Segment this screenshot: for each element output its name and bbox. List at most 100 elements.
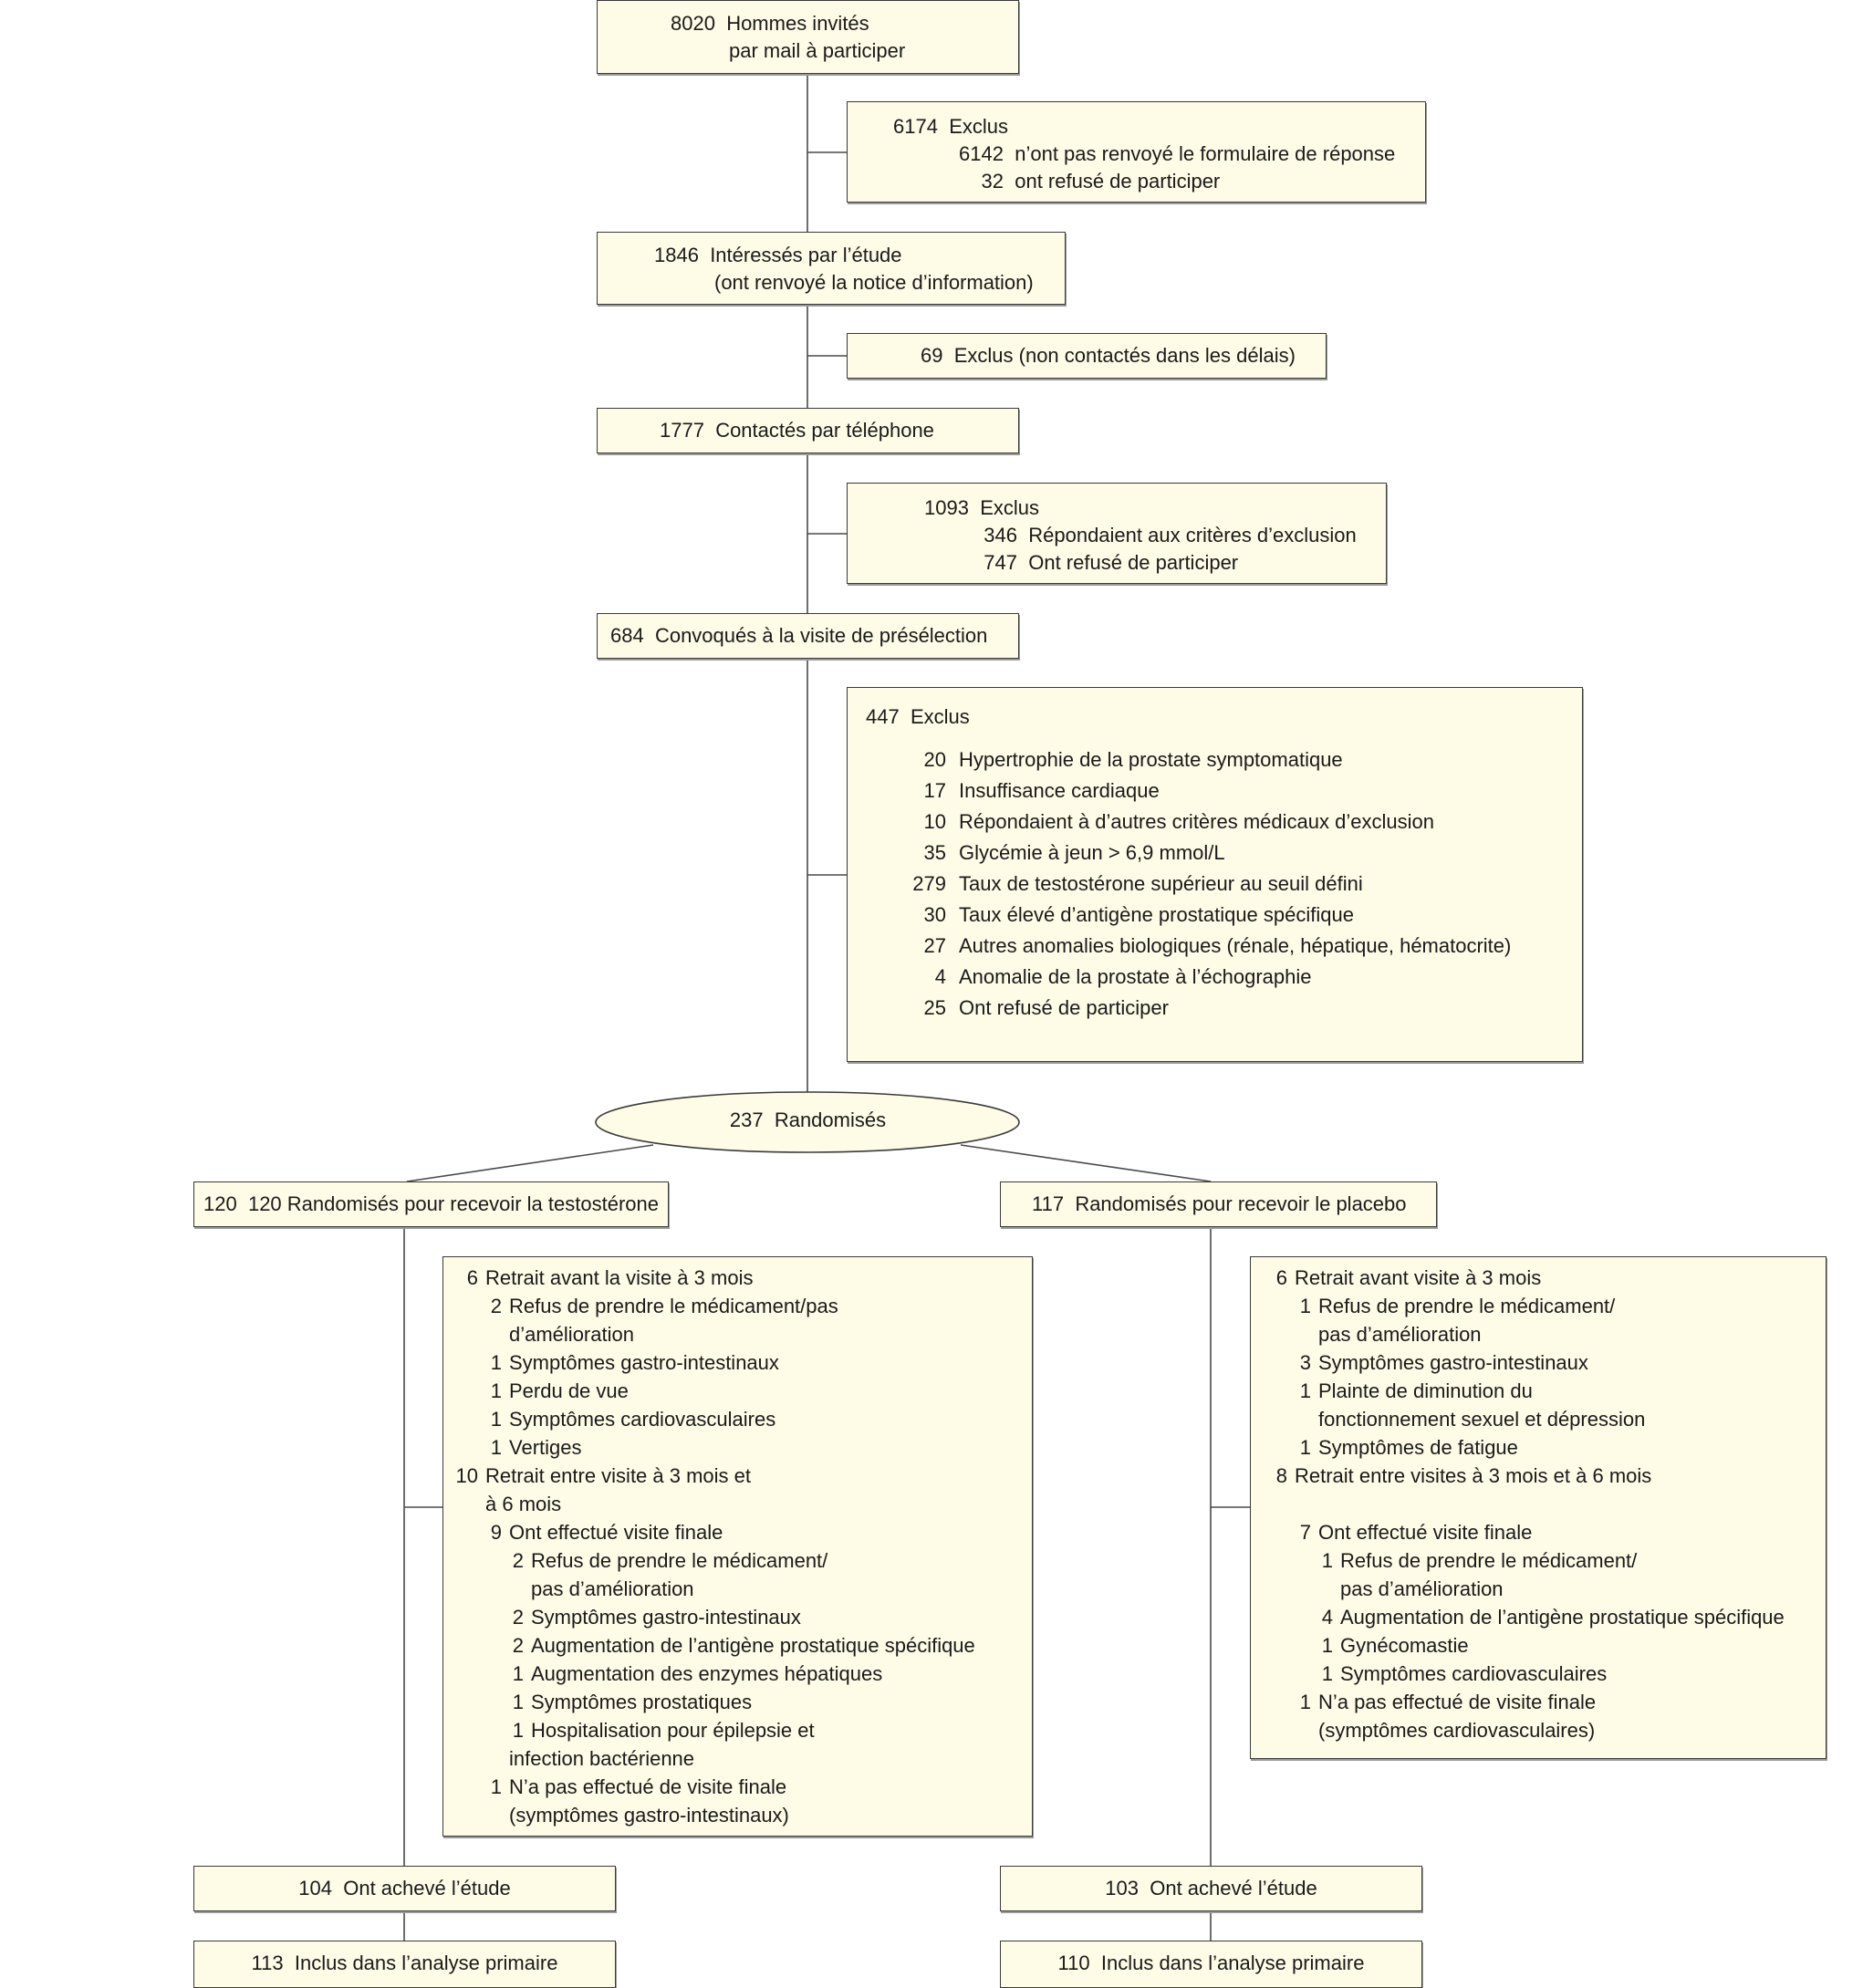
testosterone-completed-box: 104 Ont achevé l’étude [193,1866,616,1911]
excluded4-item: 20 Hypertrophie de la prostate symptomati… [902,746,1343,774]
testosterone-detail-text: Perdu de vue [509,1379,629,1402]
testosterone-detail-count: 6 [466,1266,478,1289]
testosterone-detail-count: 10 [455,1464,478,1487]
testosterone-detail-count: 2 [490,1295,502,1317]
placebo-completed-box: 103 Ont achevé l’étude [1000,1866,1422,1911]
interested-label: Intéressés par l’étude [710,244,902,266]
testosterone-detail-count: 2 [512,1549,524,1572]
excluded1-item: 32 ont refusé de participer [981,170,1221,193]
split-line-left [406,1144,654,1182]
excluded4-item-count: 20 [923,748,946,771]
testosterone-detail-count: 1 [490,1775,502,1798]
testosterone-detail-text: infection bactérienne [509,1747,695,1770]
testosterone-completed-label: Ont achevé l’étude [343,1877,511,1900]
excluded1-box: 6174 Exclus 6142 n’ont pas renvoyé le fo… [847,101,1426,203]
placebo-detail-text: Retrait entre visites à 3 mois et à 6 mo… [1295,1464,1652,1487]
placebo-detail-row: fonctionnement sexuel et dépression [1285,1406,1645,1433]
testosterone-detail-text: N’a pas effectué de visite finale [509,1775,787,1798]
placebo-detail-count: 6 [1275,1266,1287,1289]
testosterone-analysis-label: Inclus dans l’analyse primaire [294,1952,558,1974]
randomized-count: 237 [729,1108,764,1131]
testosterone-detail-row: d’amélioration [476,1321,634,1348]
invited-box: 8020 Hommes invités par mail à participe… [597,0,1019,74]
placebo-detail-row: pas d’amélioration [1307,1576,1504,1603]
placebo-detail-text: Ont effectué visite finale [1318,1521,1533,1544]
testosterone-detail-count: 1 [512,1719,524,1742]
contacted-label: Contactés par téléphone [715,419,934,442]
testosterone-detail-text: Augmentation des enzymes hépatiques [531,1662,883,1685]
testosterone-detail-count: 1 [512,1662,524,1685]
testosterone-detail-text: Hospitalisation pour épilepsie et [531,1719,815,1742]
testosterone-detail-text: Vertiges [509,1436,582,1459]
excluded3-item: 747 Ont refusé de participer [984,551,1239,574]
placebo-detail-text: Refus de prendre le médicament/ [1318,1295,1616,1317]
testosterone-detail-count: 1 [490,1379,502,1402]
placebo-detail-text: (symptômes cardiovasculaires) [1318,1719,1596,1742]
contacted-count: 1777 [660,419,704,442]
testosterone-detail-count: 1 [490,1436,502,1459]
excluded4-item-label: Hypertrophie de la prostate symptomatiqu… [959,748,1343,771]
invited-label-line2: par mail à participer [729,39,906,62]
placebo-analysis-box: 110 Inclus dans l’analyse primaire [1000,1941,1422,1988]
testosterone-detail-count: 1 [512,1691,524,1713]
excluded3-count: 1093 [924,496,969,519]
placebo-detail-text: fonctionnement sexuel et dépression [1318,1408,1646,1431]
excluded1-item: 6142 n’ont pas renvoyé le formulaire de … [959,142,1396,165]
excluded4-count: 447 [866,705,900,728]
placebo-arm-label: Randomisés pour recevoir le placebo [1075,1192,1407,1215]
placebo-detail-count: 1 [1321,1549,1333,1572]
placebo-detail-row: pas d’amélioration [1285,1321,1482,1348]
placebo-detail-count: 7 [1299,1521,1311,1544]
interested-label-line2: (ont renvoyé la notice d’information) [714,271,1034,294]
placebo-detail-text: Plainte de diminution du [1318,1379,1533,1402]
placebo-arm-box: 117 Randomisés pour recevoir le placebo [1000,1181,1437,1227]
placebo-arm-count: 117 [1032,1192,1065,1215]
placebo-detail-row: 1 Refus de prendre le médicament/ [1285,1293,1616,1320]
testosterone-detail-text: Symptômes gastro-intestinaux [531,1606,801,1629]
excluded4-item-count: 17 [923,779,946,802]
testosterone-detail-count: 1 [490,1351,502,1374]
placebo-detail-count: 1 [1299,1436,1311,1459]
testosterone-detail-row: 1 Augmentation des enzymes hépatiques [498,1660,883,1688]
testosterone-detail-text: Symptômes gastro-intestinaux [509,1351,779,1374]
excluded4-item-count: 25 [923,996,946,1019]
testosterone-detail-text: Augmentation de l’antigène prostatique s… [531,1634,975,1657]
testosterone-detail-text: Refus de prendre le médicament/pas [509,1295,838,1317]
interested-box: 1846 Intéressés par l’étude (ont renvoyé… [597,232,1066,305]
placebo-detail-count: 1 [1299,1295,1311,1317]
placebo-completed-count: 103 [1105,1877,1139,1900]
placebo-analysis-label: Inclus dans l’analyse primaire [1100,1952,1365,1974]
testosterone-detail-row: 2 Symptômes gastro-intestinaux [498,1604,801,1631]
testosterone-detail-row: 1 Perdu de vue [476,1378,629,1405]
testosterone-detail-text: Ont effectué visite finale [509,1521,723,1544]
testosterone-arm-count: 120 [203,1192,237,1215]
testosterone-detail-text: d’amélioration [509,1323,634,1346]
testosterone-detail-row: (symptômes gastro-intestinaux) [476,1802,789,1829]
excluded1-label: Exclus [949,115,1008,138]
excluded4-item-count: 4 [934,965,946,988]
excluded1-count: 6174 [893,115,938,138]
placebo-analysis-count: 110 [1057,1952,1090,1974]
testosterone-detail-count: 2 [512,1606,524,1629]
placebo-detail-count: 3 [1299,1351,1311,1374]
placebo-detail-row: 7 Ont effectué visite finale [1285,1519,1533,1546]
testosterone-detail-text: (symptômes gastro-intestinaux) [509,1804,789,1827]
testosterone-detail-text: à 6 mois [485,1493,562,1515]
testosterone-detail-row: 1 N’a pas effectué de visite finale [476,1774,786,1801]
placebo-detail-text: pas d’amélioration [1340,1577,1504,1600]
randomized-label: 237 Randomisés [729,1108,887,1131]
